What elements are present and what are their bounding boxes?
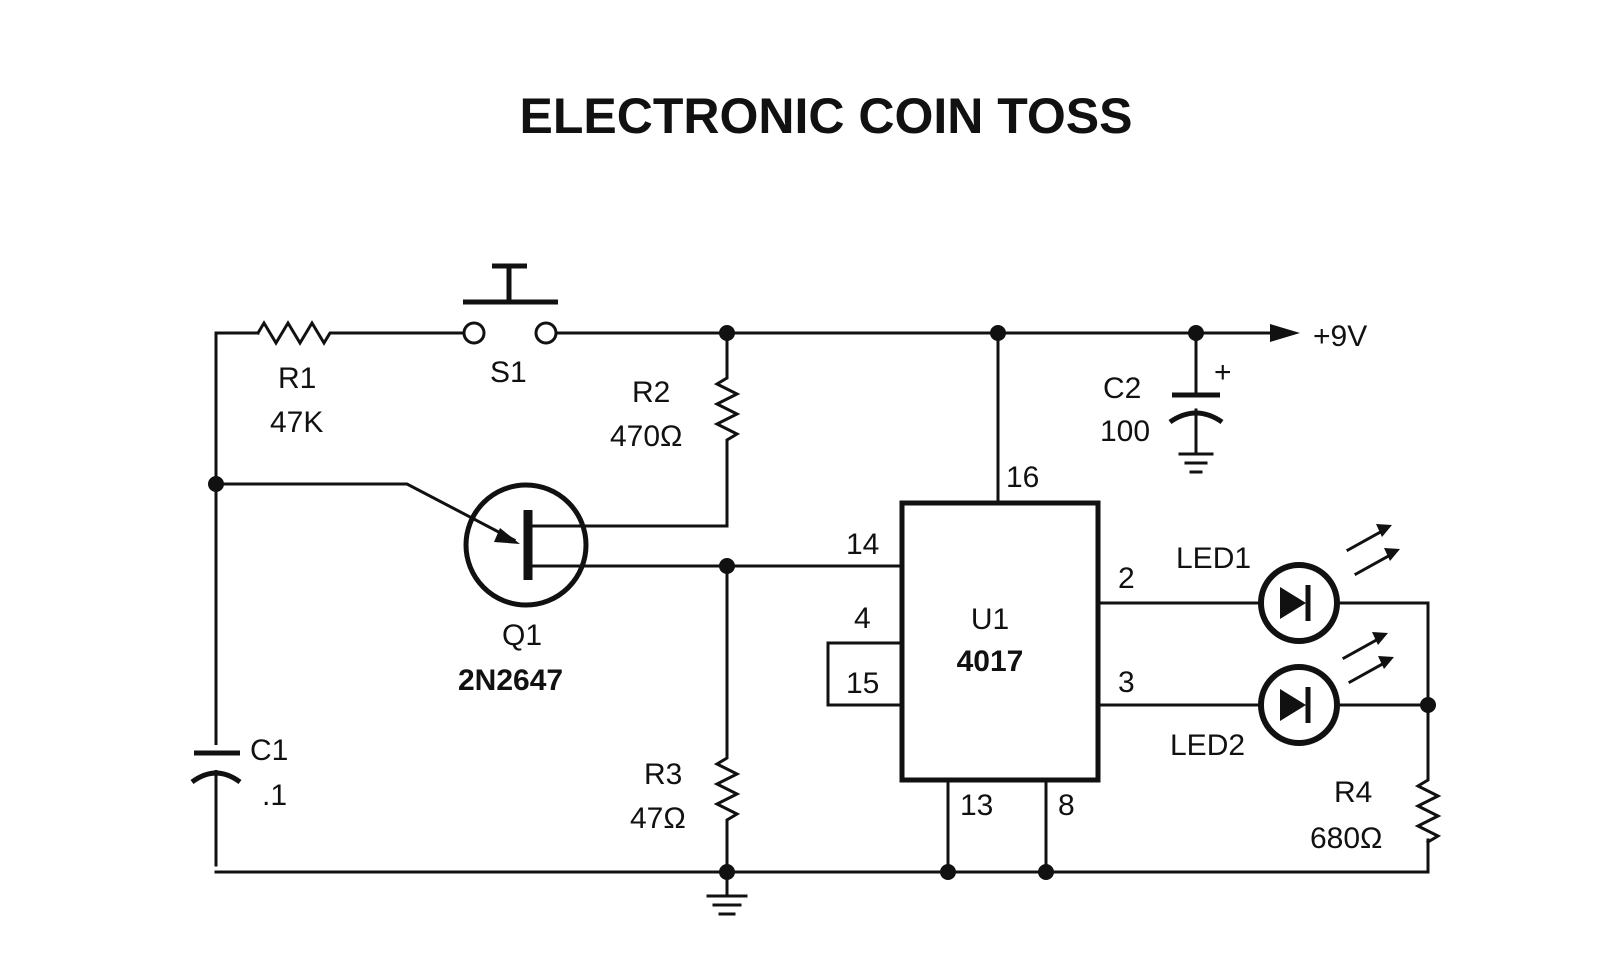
q1-part-label: 2N2647 [458, 664, 563, 697]
u1-ic-body [899, 500, 1101, 783]
pin-8-label: 8 [1058, 789, 1075, 822]
q1-ujt-transistor-symbol [463, 482, 589, 608]
r4-value-label: 680Ω [1310, 822, 1382, 855]
pin-13-label: 13 [960, 789, 993, 822]
r1-value-label: 47K [270, 406, 323, 439]
s1-pushbutton-symbol [462, 263, 558, 345]
r2-ref-label: R2 [632, 376, 670, 409]
r2-resistor-symbol [578, 331, 741, 528]
r1-resistor-symbol [255, 320, 336, 346]
c2-polarity-mark: + [1214, 356, 1232, 389]
r4-ref-label: R4 [1334, 776, 1372, 809]
r3-resistor-symbol [713, 564, 741, 874]
pin-16-label: 16 [1006, 461, 1039, 494]
led2-symbol [1258, 632, 1430, 746]
led2-ref-label: LED2 [1170, 729, 1245, 762]
c2-value-label: 100 [1100, 415, 1150, 448]
bottom-rail-wire [214, 838, 1430, 874]
r1-ref-label: R1 [278, 362, 316, 395]
top-rail-wire [214, 331, 1272, 867]
c2-ref-label: C2 [1103, 372, 1141, 405]
r3-value-label: 47Ω [630, 802, 686, 835]
c1-capacitor-symbol [190, 745, 242, 785]
supply-arrow-icon [1270, 324, 1300, 342]
c1-ref-label: C1 [250, 734, 288, 767]
c1-value-label: .1 [262, 779, 287, 812]
diagram-title: ELECTRONIC COIN TOSS [519, 88, 1132, 144]
led1-ref-label: LED1 [1176, 542, 1251, 575]
u1-ref-label: U1 [971, 603, 1009, 636]
pin-3-label: 3 [1118, 666, 1135, 699]
q1-emitter-wire [214, 482, 517, 543]
c2-capacitor-symbol [1168, 331, 1224, 474]
pin-2-label: 2 [1118, 562, 1135, 595]
supply-label: +9V [1313, 320, 1367, 353]
pin-14-label: 14 [846, 528, 879, 561]
pin-4-15-loop-wire [826, 641, 904, 707]
r3-ref-label: R3 [644, 758, 682, 791]
q1-ref-label: Q1 [502, 619, 542, 652]
junction-dot [719, 864, 735, 880]
emitter-arrow-icon [494, 528, 520, 544]
led1-symbol [1258, 524, 1430, 644]
s1-ref-label: S1 [490, 356, 527, 389]
r4-resistor-symbol [1414, 703, 1442, 845]
r2-value-label: 470Ω [610, 420, 682, 453]
u1-part-label: 4017 [957, 645, 1024, 678]
pin-4-label: 4 [854, 602, 871, 635]
pin-15-label: 15 [846, 667, 879, 700]
